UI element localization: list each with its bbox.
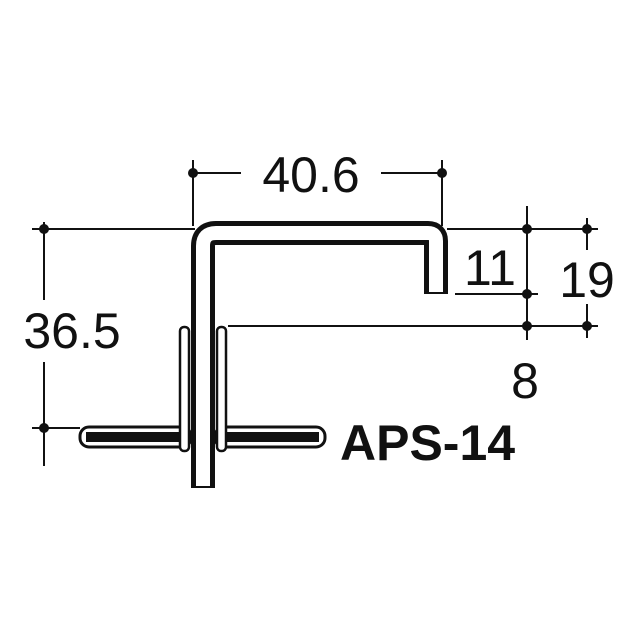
dim-dot: [522, 289, 532, 299]
dim-dot: [522, 321, 532, 331]
dim-dot: [582, 224, 592, 234]
dim-dot: [437, 168, 447, 178]
model-label: APS-14: [340, 415, 515, 471]
dim-dot: [39, 224, 49, 234]
dim-dot: [188, 168, 198, 178]
dim-label-total-height: 36.5: [23, 303, 120, 359]
dim-label-lip-height: 11: [464, 240, 516, 296]
dim-label-upper-height: 19: [559, 252, 615, 308]
dimension-dots: [39, 168, 592, 433]
dim-dot: [582, 321, 592, 331]
dim-label-offset: 8: [511, 353, 539, 409]
dim-dot: [522, 224, 532, 234]
side-fins: [178, 325, 228, 453]
flange-right-core: [218, 432, 319, 442]
dim-label-width-top: 40.6: [262, 147, 359, 203]
fin-left: [178, 325, 191, 453]
profile-inner: [196, 226, 443, 486]
flange: [78, 425, 327, 449]
dim-dot: [39, 423, 49, 433]
flange-left-core: [86, 432, 188, 442]
profile-section: [191, 221, 448, 488]
fin-right: [215, 325, 228, 453]
